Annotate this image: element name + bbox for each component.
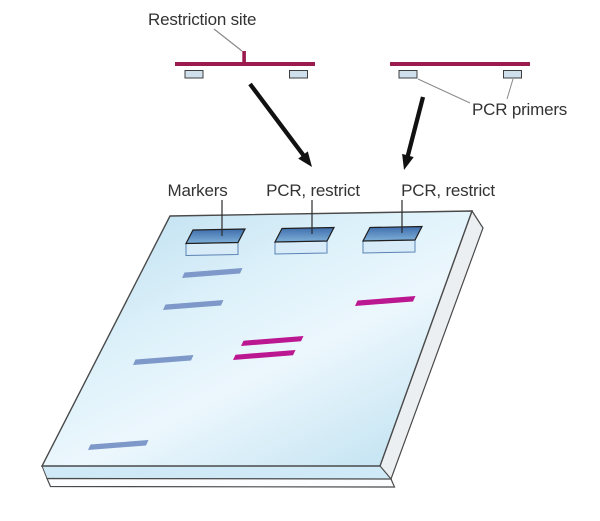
gel-surface <box>40 210 474 467</box>
pcr-primers-leader-line-1 <box>417 78 471 104</box>
flow-arrow-left-shaft <box>248 82 306 158</box>
flow-arrow-left <box>248 82 312 167</box>
primer-box-left-2 <box>289 70 308 79</box>
lane2-pcr-restrict-label: PCR, restrict <box>266 181 360 200</box>
well-1-opening <box>185 228 246 245</box>
dna-fragment-left <box>175 51 315 79</box>
restriction-site-tick <box>242 51 246 63</box>
pcr-band-lane2-upper <box>241 336 304 346</box>
dna-line-right <box>390 62 530 66</box>
well-2-front-face <box>274 240 328 255</box>
gel-slab <box>40 209 484 488</box>
restriction-site-label: Restriction site <box>148 10 256 29</box>
lane-leader-lines <box>221 200 403 236</box>
marker-band-4 <box>88 440 149 450</box>
lane1-markers-label: Markers <box>168 181 228 200</box>
well-3-opening <box>362 225 423 242</box>
primer-box-right-2 <box>503 70 522 79</box>
flow-arrow-left-head <box>298 151 312 167</box>
flow-arrow-right-shaft <box>405 96 426 158</box>
primer-box-right-1 <box>398 70 418 79</box>
pcr-primers-label: PCR primers <box>472 100 567 119</box>
primer-box-left-1 <box>184 70 204 79</box>
marker-band-3 <box>133 355 194 365</box>
marker-band-2 <box>163 300 224 310</box>
pcr-primers-leader-line-2 <box>506 78 514 100</box>
gel-bands <box>88 268 416 450</box>
well-2-opening <box>274 226 335 243</box>
marker-band-1 <box>182 268 243 278</box>
gel-wells <box>185 225 423 257</box>
lane3-pcr-restrict-label: PCR, restrict <box>401 181 495 200</box>
gel-front-side-glass-layer <box>46 477 396 488</box>
well-2 <box>274 226 335 255</box>
pcr-band-lane3 <box>355 296 416 306</box>
well-3 <box>362 225 423 254</box>
flow-arrow-right-head <box>402 153 414 170</box>
gel-front-side-gel-layer <box>41 465 393 480</box>
restriction-site-leader-line <box>213 28 243 52</box>
dna-fragment-right <box>390 62 530 79</box>
well-3-front-face <box>362 239 416 254</box>
well-1 <box>185 228 246 257</box>
dna-line-left <box>175 62 315 66</box>
flow-arrow-right <box>402 96 426 170</box>
well-1-front-face <box>185 241 239 257</box>
pcr-band-lane2-lower <box>233 350 296 360</box>
